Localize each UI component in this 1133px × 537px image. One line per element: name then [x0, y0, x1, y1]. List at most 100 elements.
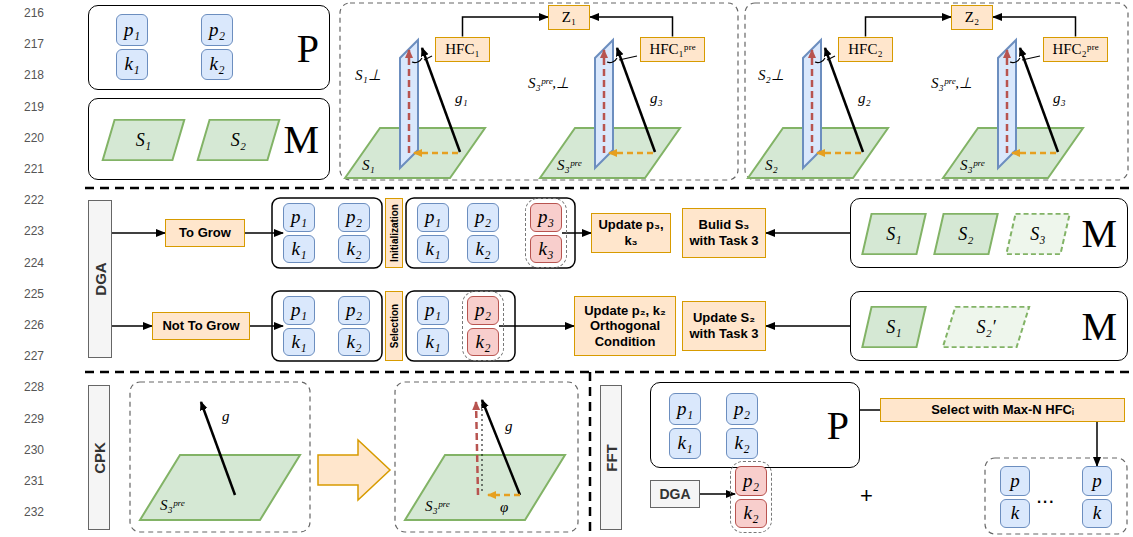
line-number: 224 [14, 256, 44, 270]
parameter-pair: p₁k₁ [669, 393, 701, 459]
math-label: S₂⊥ [758, 66, 784, 84]
parallelogram-shape [1006, 214, 1069, 254]
selected-parameter-pair: p₃k₃ [530, 203, 562, 263]
selected-parameter-pair: p₂ k₂ [467, 296, 499, 356]
subspace-plane [140, 455, 300, 520]
parameter-pair: p₂k₂ [726, 393, 758, 459]
node-text: Update S₂ with Task 3 [687, 310, 761, 341]
subspace-parallelogram: S₁ [861, 306, 927, 348]
math-label: S₃ᵖʳᵉ [557, 157, 581, 174]
line-number: 226 [14, 318, 44, 332]
node-text: k₁ [283, 235, 315, 264]
node-text: p₁ [417, 296, 449, 325]
node-text: CPK [91, 442, 108, 474]
math-label: S₃ᵖʳᵉ,⊥ [931, 74, 972, 92]
parallelogram-shape [862, 307, 925, 347]
container-box: Pp₁k₁p₂k₂ [88, 5, 330, 90]
line-number: 231 [14, 474, 44, 488]
gradient-arrow [422, 48, 460, 152]
math-label: g [222, 408, 230, 425]
line-number: 219 [14, 100, 44, 114]
module-box: DGA [650, 480, 700, 508]
node-text: Update p₃, k₃ [596, 217, 666, 248]
math-box: HFC₂ [838, 37, 893, 62]
projection-arrow [817, 152, 861, 155]
group-outline [272, 198, 575, 361]
math-label: g₃ [1053, 90, 1066, 107]
gradient-arrow [825, 48, 863, 152]
line-number: 218 [14, 68, 44, 82]
connector-arrow [766, 325, 850, 327]
process-box: Update p₃, k₃ [591, 213, 671, 253]
module-label: DGA [88, 200, 112, 358]
connector-arrow [499, 325, 574, 327]
node-text: k₁ [417, 235, 449, 264]
panel-letter: M [1081, 303, 1117, 350]
connector-arrow [250, 325, 283, 327]
orthogonal-plane [400, 40, 418, 168]
angle-arc [412, 58, 422, 63]
subspace-parallelogram: S₂ [933, 213, 999, 255]
container-box: Pp₁k₁p₂k₂ [650, 382, 860, 468]
math-label: S₃ᵖʳᵉ [160, 497, 184, 514]
parameter-pair: pk [1000, 466, 1030, 528]
math-label: S₃ᵖʳᵉ,⊥ [528, 74, 569, 92]
connector-arrow [112, 232, 165, 234]
process-box: Update p₂, k₂ Orthogonal Condition [574, 296, 676, 356]
line-number: 225 [14, 287, 44, 301]
line-number: 222 [14, 193, 44, 207]
projection-arrow [488, 494, 520, 497]
node-text: k₁ [417, 328, 449, 357]
node-text: k₂ [467, 328, 499, 357]
step-label: Initialization [385, 198, 403, 268]
connector-arrow [590, 17, 673, 37]
line-number: 223 [14, 224, 44, 238]
process-box: Not To Grow [152, 312, 250, 340]
math-label: g [505, 418, 513, 435]
process-box: Bulid S₃ with Task 3 [682, 208, 766, 258]
node-text: p₂ [726, 393, 758, 425]
line-number: 220 [14, 131, 44, 145]
node-text: k₂ [467, 235, 499, 264]
parameter-pair: p₁ k₁ [417, 296, 449, 356]
parallelogram-shape [103, 120, 185, 160]
math-label: g₃ [650, 90, 663, 107]
math-label: g₁ [455, 90, 468, 107]
math-box: Z₁ [548, 5, 590, 30]
node-text: p [1000, 466, 1030, 496]
line-number: 230 [14, 443, 44, 457]
module-label: CPK [88, 385, 110, 530]
node-text: p₁ [283, 296, 315, 325]
node-text: Selection [389, 304, 400, 348]
line-number: 227 [14, 349, 44, 363]
node-text: S₁ [136, 130, 151, 151]
gradient-arrow [482, 400, 520, 495]
node-text: S₁ [886, 224, 901, 245]
connector-arrow [112, 325, 152, 327]
node-text: p₃ [530, 203, 562, 232]
orthogonal-arrow [408, 50, 411, 153]
drop-line [482, 404, 483, 492]
line-number: 221 [14, 162, 44, 176]
node-text: p₁ [116, 14, 148, 46]
angle-arc [1010, 58, 1020, 63]
node-text: p₂ [467, 296, 499, 325]
orthogonal-plane [595, 40, 613, 168]
node-text: HFC₁ᵖʳᵉ [649, 41, 695, 58]
selected-parameter-pair: p₂k₂ [735, 466, 767, 528]
node-text: FFT [603, 444, 620, 472]
line-number: 217 [14, 37, 44, 51]
parameter-pair: p₁k₁ [283, 203, 315, 263]
math-label: φ [500, 499, 508, 516]
node-text: HFC₁ [445, 41, 479, 58]
math-label: g₂ [858, 90, 871, 107]
connector-arrow [860, 409, 880, 411]
math-label: S₂ [765, 157, 778, 174]
new-subspace-parallelogram: S₂′ [941, 306, 1031, 348]
symbol-label: ... [1036, 483, 1054, 509]
step-label: Selection [385, 291, 403, 361]
orthogonal-arrow [603, 50, 606, 153]
parameter-pair: p₂k₂ [338, 296, 370, 356]
parameter-pair: p₂k₂ [201, 14, 233, 80]
panel-letter: P [297, 24, 319, 71]
